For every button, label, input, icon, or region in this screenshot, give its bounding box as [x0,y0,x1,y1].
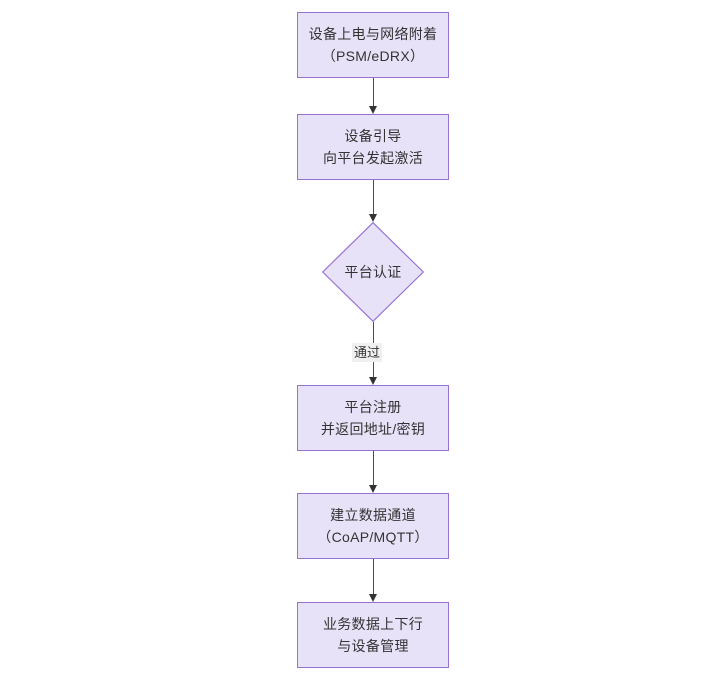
arrowhead-icon [369,377,377,385]
node-label-wrapper: 平台认证 [322,222,424,322]
edge-line [373,180,374,214]
node-label-line2: 与设备管理 [337,638,409,654]
node-label-line1: 平台认证 [344,264,402,280]
node-label-line1: 业务数据上下行 [322,616,424,632]
edge-label-pass: 通过 [352,343,383,362]
node-business-data-and-management[interactable]: 业务数据上下行 与设备管理 [297,602,449,668]
node-label-line2: （PSM/eDRX） [321,48,425,64]
node-device-power-on[interactable]: 设备上电与网络附着 （PSM/eDRX） [297,12,449,78]
arrowhead-icon [369,214,377,222]
node-label-line2: 向平台发起激活 [322,150,424,166]
arrowhead-icon [369,594,377,602]
node-label-line2: 并返回地址/密钥 [320,421,426,437]
node-label-line1: 平台注册 [344,399,402,415]
node-label-line1: 建立数据通道 [330,507,416,523]
node-platform-registration[interactable]: 平台注册 并返回地址/密钥 [297,385,449,451]
node-label-line1: 设备引导 [344,128,402,144]
diamond-shape-icon [322,222,424,322]
node-establish-data-channel[interactable]: 建立数据通道 （CoAP/MQTT） [297,493,449,559]
edge-line [373,451,374,485]
node-label-line2: （CoAP/MQTT） [317,529,429,545]
node-device-bootstrap[interactable]: 设备引导 向平台发起激活 [297,114,449,180]
arrowhead-icon [369,485,377,493]
arrowhead-icon [369,106,377,114]
edge-line [373,559,374,594]
edge-line [373,78,374,106]
node-platform-authentication[interactable]: 平台认证 [322,222,424,322]
node-label-line1: 设备上电与网络附着 [308,26,438,42]
